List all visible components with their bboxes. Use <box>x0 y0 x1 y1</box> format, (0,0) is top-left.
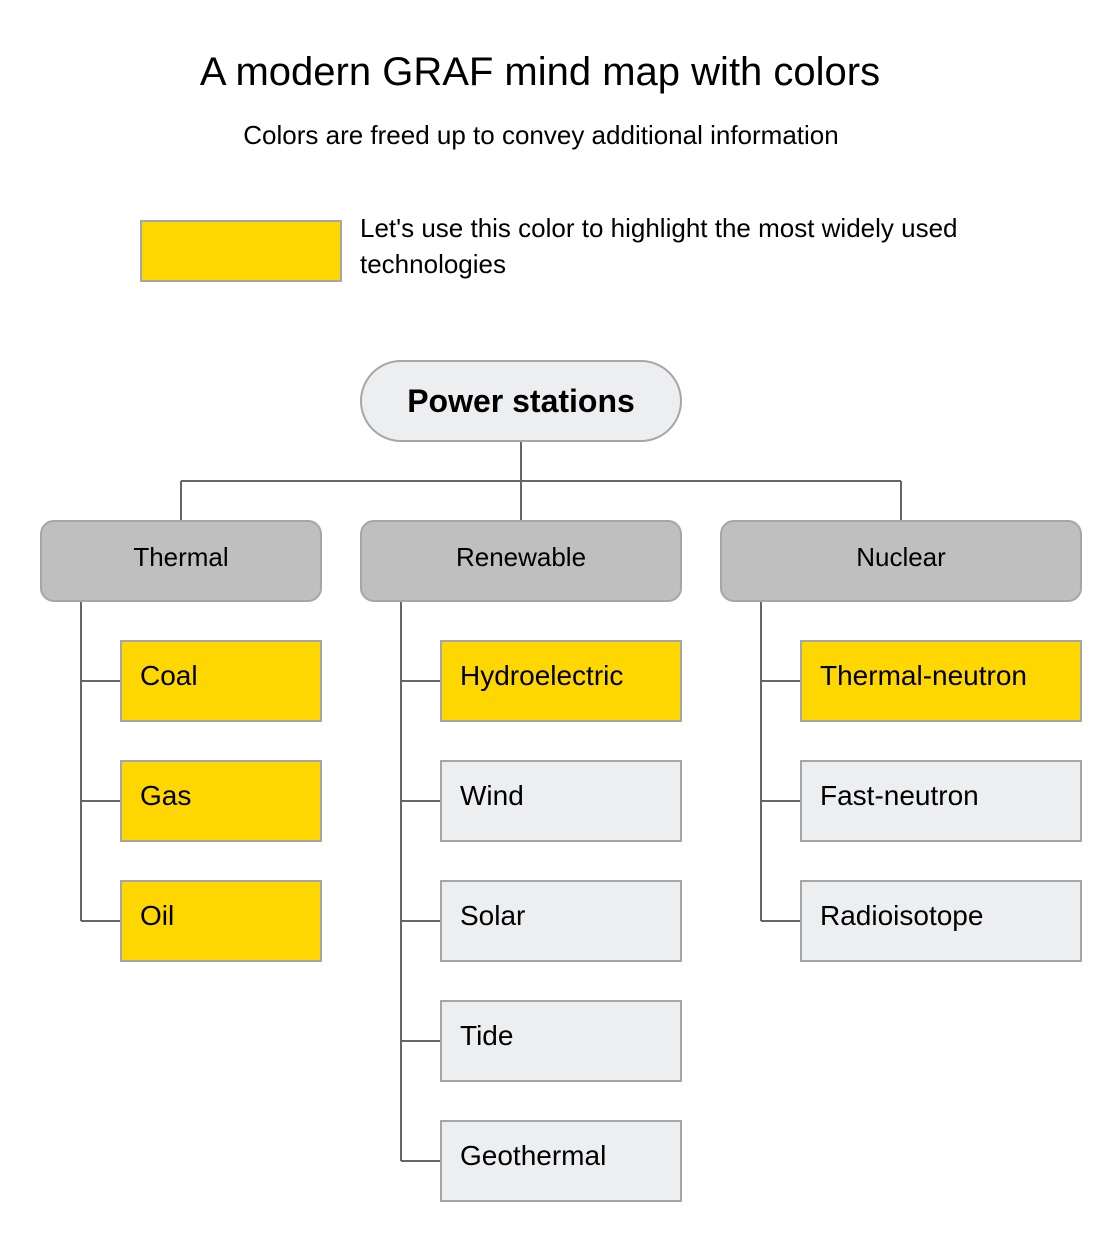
diagram-title: A modern GRAF mind map with colors <box>199 50 881 94</box>
category-nuclear: Nuclear <box>720 520 1082 602</box>
leaf-geothermal: Geothermal <box>440 1120 682 1202</box>
branches-thermal <box>81 680 121 922</box>
leaf-fast-neutron: Fast-neutron <box>800 760 1082 842</box>
branches-nuclear <box>761 680 801 922</box>
leaf-gas: Gas <box>120 760 322 842</box>
root-node: Power stations <box>360 360 682 442</box>
leaf-hydroelectric: Hydroelectric <box>440 640 682 722</box>
leaf-coal: Coal <box>120 640 322 722</box>
category-renewable: Renewable <box>360 520 682 602</box>
leaf-oil: Oil <box>120 880 322 962</box>
leaf-thermal-neutron: Thermal-neutron <box>800 640 1082 722</box>
legend-color-swatch <box>140 220 342 282</box>
category-thermal: Thermal <box>40 520 322 602</box>
leaf-wind: Wind <box>440 760 682 842</box>
leaf-radioisotope: Radioisotope <box>800 880 1082 962</box>
legend-text: Let's use this color to highlight the mo… <box>360 213 958 279</box>
leaf-tide: Tide <box>440 1000 682 1082</box>
diagram-subtitle: Colors are freed up to convey additional… <box>243 120 839 150</box>
leaf-solar: Solar <box>440 880 682 962</box>
branches-renewable <box>401 680 441 1162</box>
